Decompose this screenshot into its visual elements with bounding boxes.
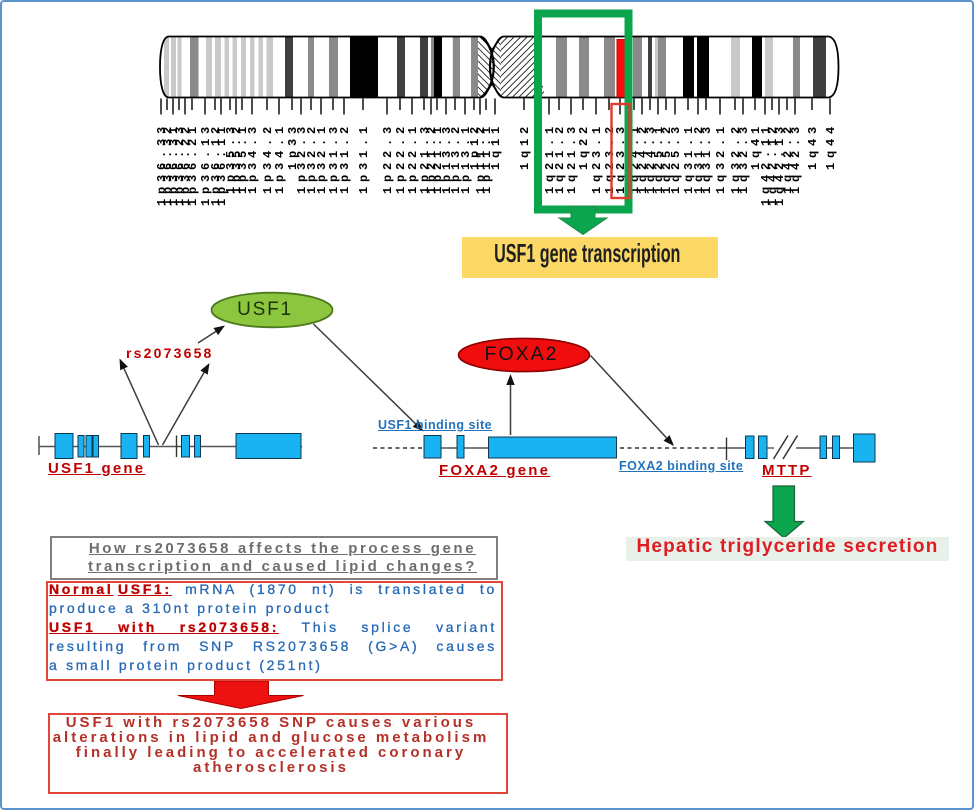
svg-text:1p31.1: 1p31.1 xyxy=(357,122,371,194)
svg-text:1p22.3: 1p22.3 xyxy=(381,122,395,194)
svg-text:1p21.2: 1p21.2 xyxy=(425,122,439,194)
svg-text:1p35.2: 1p35.2 xyxy=(230,122,244,194)
svg-text:1q25.1: 1q25.1 xyxy=(652,122,666,194)
svg-text:1q12: 1q12 xyxy=(518,122,532,170)
svg-text:1p36.33: 1p36.33 xyxy=(155,122,169,206)
svg-text:1p36.12: 1p36.12 xyxy=(209,122,223,206)
svg-text:1p21.1: 1p21.1 xyxy=(431,122,445,194)
svg-text:1p36.22: 1p36.22 xyxy=(179,122,193,206)
svg-text:1p22.1: 1p22.1 xyxy=(406,122,420,194)
svg-text:1p13.3: 1p13.3 xyxy=(440,122,454,194)
svg-text:1p35.3: 1p35.3 xyxy=(224,122,238,194)
svg-text:1q24.2: 1q24.2 xyxy=(636,122,650,194)
svg-text:1p32.2: 1p32.2 xyxy=(305,122,319,194)
svg-text:1p36.13: 1p36.13 xyxy=(199,122,213,206)
svg-text:1p34.3: 1p34.3 xyxy=(246,122,260,194)
svg-text:1q22: 1q22 xyxy=(577,122,591,170)
svg-text:FOXA2: FOXA2 xyxy=(485,343,559,365)
svg-text:1q25.2: 1q25.2 xyxy=(660,122,674,194)
svg-text:1q11: 1q11 xyxy=(489,122,503,170)
svg-text:1q42.12: 1q42.12 xyxy=(766,122,780,206)
svg-text:1p32.1: 1p32.1 xyxy=(315,122,329,194)
svg-text:1q32.1: 1q32.1 xyxy=(714,122,728,194)
svg-text:1p32.3: 1p32.3 xyxy=(295,122,309,194)
svg-text:1p36.23: 1p36.23 xyxy=(173,122,187,206)
svg-text:1q42.2: 1q42.2 xyxy=(781,122,795,194)
svg-text:1p11.1: 1p11.1 xyxy=(480,122,494,194)
svg-text:1p36.31: 1p36.31 xyxy=(167,122,181,206)
svg-text:1p33: 1p33 xyxy=(286,122,300,170)
svg-text:1p13.2: 1p13.2 xyxy=(449,122,463,194)
svg-text:1q23.1: 1q23.1 xyxy=(590,122,604,194)
svg-text:1p11.2: 1p11.2 xyxy=(474,122,488,194)
svg-text:1q42.13: 1q42.13 xyxy=(773,122,787,206)
svg-text:1q42.11: 1q42.11 xyxy=(759,122,773,206)
svg-text:1p34.2: 1p34.2 xyxy=(261,122,275,194)
svg-text:1p34.1: 1p34.1 xyxy=(273,122,287,194)
svg-text:1q23.2: 1q23.2 xyxy=(603,122,617,194)
svg-text:1q32.3: 1q32.3 xyxy=(737,122,751,194)
svg-text:1p31.3: 1p31.3 xyxy=(327,122,341,194)
svg-text:1p13.1: 1p13.1 xyxy=(459,122,473,194)
svg-text:1q24.3: 1q24.3 xyxy=(644,122,658,194)
svg-text:1q31.3: 1q31.3 xyxy=(700,122,714,194)
svg-text:1p35.1: 1p35.1 xyxy=(236,122,250,194)
svg-text:1q43: 1q43 xyxy=(806,122,820,170)
svg-text:1p31.2: 1p31.2 xyxy=(338,122,352,194)
svg-text:1q42.3: 1q42.3 xyxy=(789,122,803,194)
svg-text:1p12: 1p12 xyxy=(468,122,482,170)
svg-text:1q21.1: 1q21.1 xyxy=(543,122,557,194)
svg-text:1p36.11: 1p36.11 xyxy=(215,122,229,206)
svg-text:1q41: 1q41 xyxy=(749,122,763,170)
svg-text:1p36.21: 1p36.21 xyxy=(186,122,200,206)
svg-text:1q32.2: 1q32.2 xyxy=(729,122,743,194)
svg-text:1q21.2: 1q21.2 xyxy=(553,122,567,194)
svg-text:1p21.3: 1p21.3 xyxy=(418,122,432,194)
svg-text:1p36.32: 1p36.32 xyxy=(161,122,175,206)
svg-text:USF1: USF1 xyxy=(237,299,293,320)
svg-text:1q21.3: 1q21.3 xyxy=(565,122,579,194)
svg-text:1q31.2: 1q31.2 xyxy=(692,122,706,194)
svg-text:1p22.2: 1p22.2 xyxy=(394,122,408,194)
svg-text:1q31.1: 1q31.1 xyxy=(682,122,696,194)
svg-text:1q25.3: 1q25.3 xyxy=(669,122,683,194)
svg-text:1q44: 1q44 xyxy=(824,122,838,170)
